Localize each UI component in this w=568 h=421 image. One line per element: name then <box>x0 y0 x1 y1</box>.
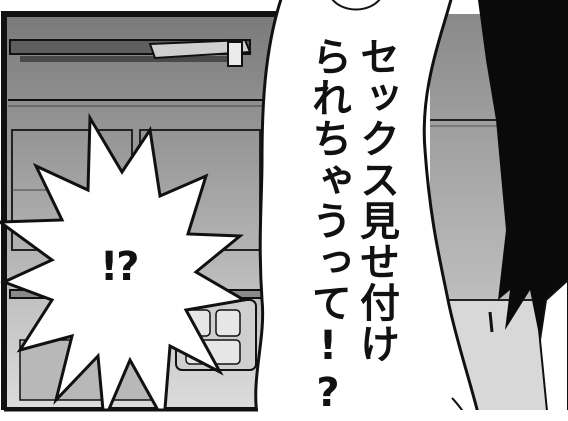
speech-line-2: られちゃうって!? <box>305 36 351 417</box>
speech-line-1: セックス見せ付け <box>353 36 399 364</box>
burst-exclamation: !? <box>100 244 139 290</box>
burst-bubble <box>0 112 249 421</box>
character-face <box>538 278 568 421</box>
